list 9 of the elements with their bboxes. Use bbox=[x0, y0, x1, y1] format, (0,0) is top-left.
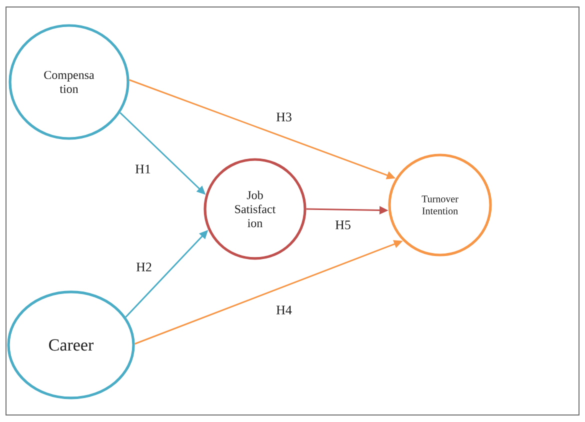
edge-label: H3 bbox=[275, 112, 293, 122]
circle-node: Job Satisfact ion bbox=[204, 158, 306, 260]
edge-label: H2 bbox=[135, 262, 153, 272]
circle-node: Turnover Intention bbox=[388, 154, 492, 256]
edge-label: H1 bbox=[134, 164, 152, 174]
edge-label: H4 bbox=[275, 304, 293, 316]
circle-node: Compensa tion bbox=[8, 24, 130, 140]
edge-label: H5 bbox=[334, 220, 352, 230]
circle-node: Career bbox=[7, 290, 135, 400]
